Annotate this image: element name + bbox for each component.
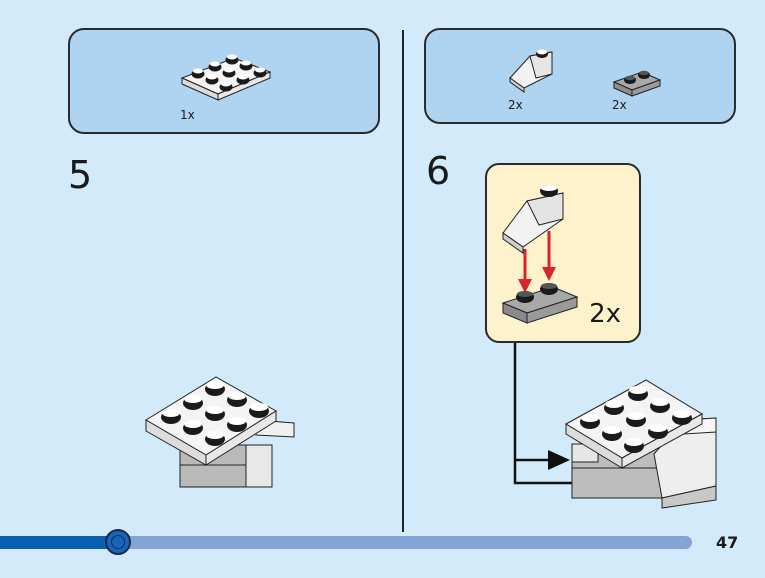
part-quantity: 2x <box>508 98 523 112</box>
part-quantity: 2x <box>612 98 627 112</box>
subassembly-callout: 2x <box>485 163 641 343</box>
page-number: 47 <box>716 533 739 552</box>
part-quantity: 1x <box>180 108 195 122</box>
plate-1x2-grey-icon <box>612 70 662 97</box>
plate-3x3-white-icon <box>180 54 272 101</box>
slope-1x2-white-icon <box>509 49 553 93</box>
progress-track <box>0 536 692 549</box>
step6-parts-box: 2x 2x <box>424 28 736 124</box>
assembly-step5-icon <box>145 376 295 488</box>
progress-knob <box>105 529 131 555</box>
assembly-step6-icon <box>565 379 717 509</box>
step-divider <box>402 30 404 532</box>
progress-fill <box>0 536 118 549</box>
callout-quantity: 2x <box>589 299 621 329</box>
step-number: 6 <box>426 149 451 193</box>
step-number: 5 <box>68 153 93 197</box>
step5-parts-box: 1x <box>68 28 380 134</box>
subassembly-slope-on-plate-icon <box>501 185 579 324</box>
